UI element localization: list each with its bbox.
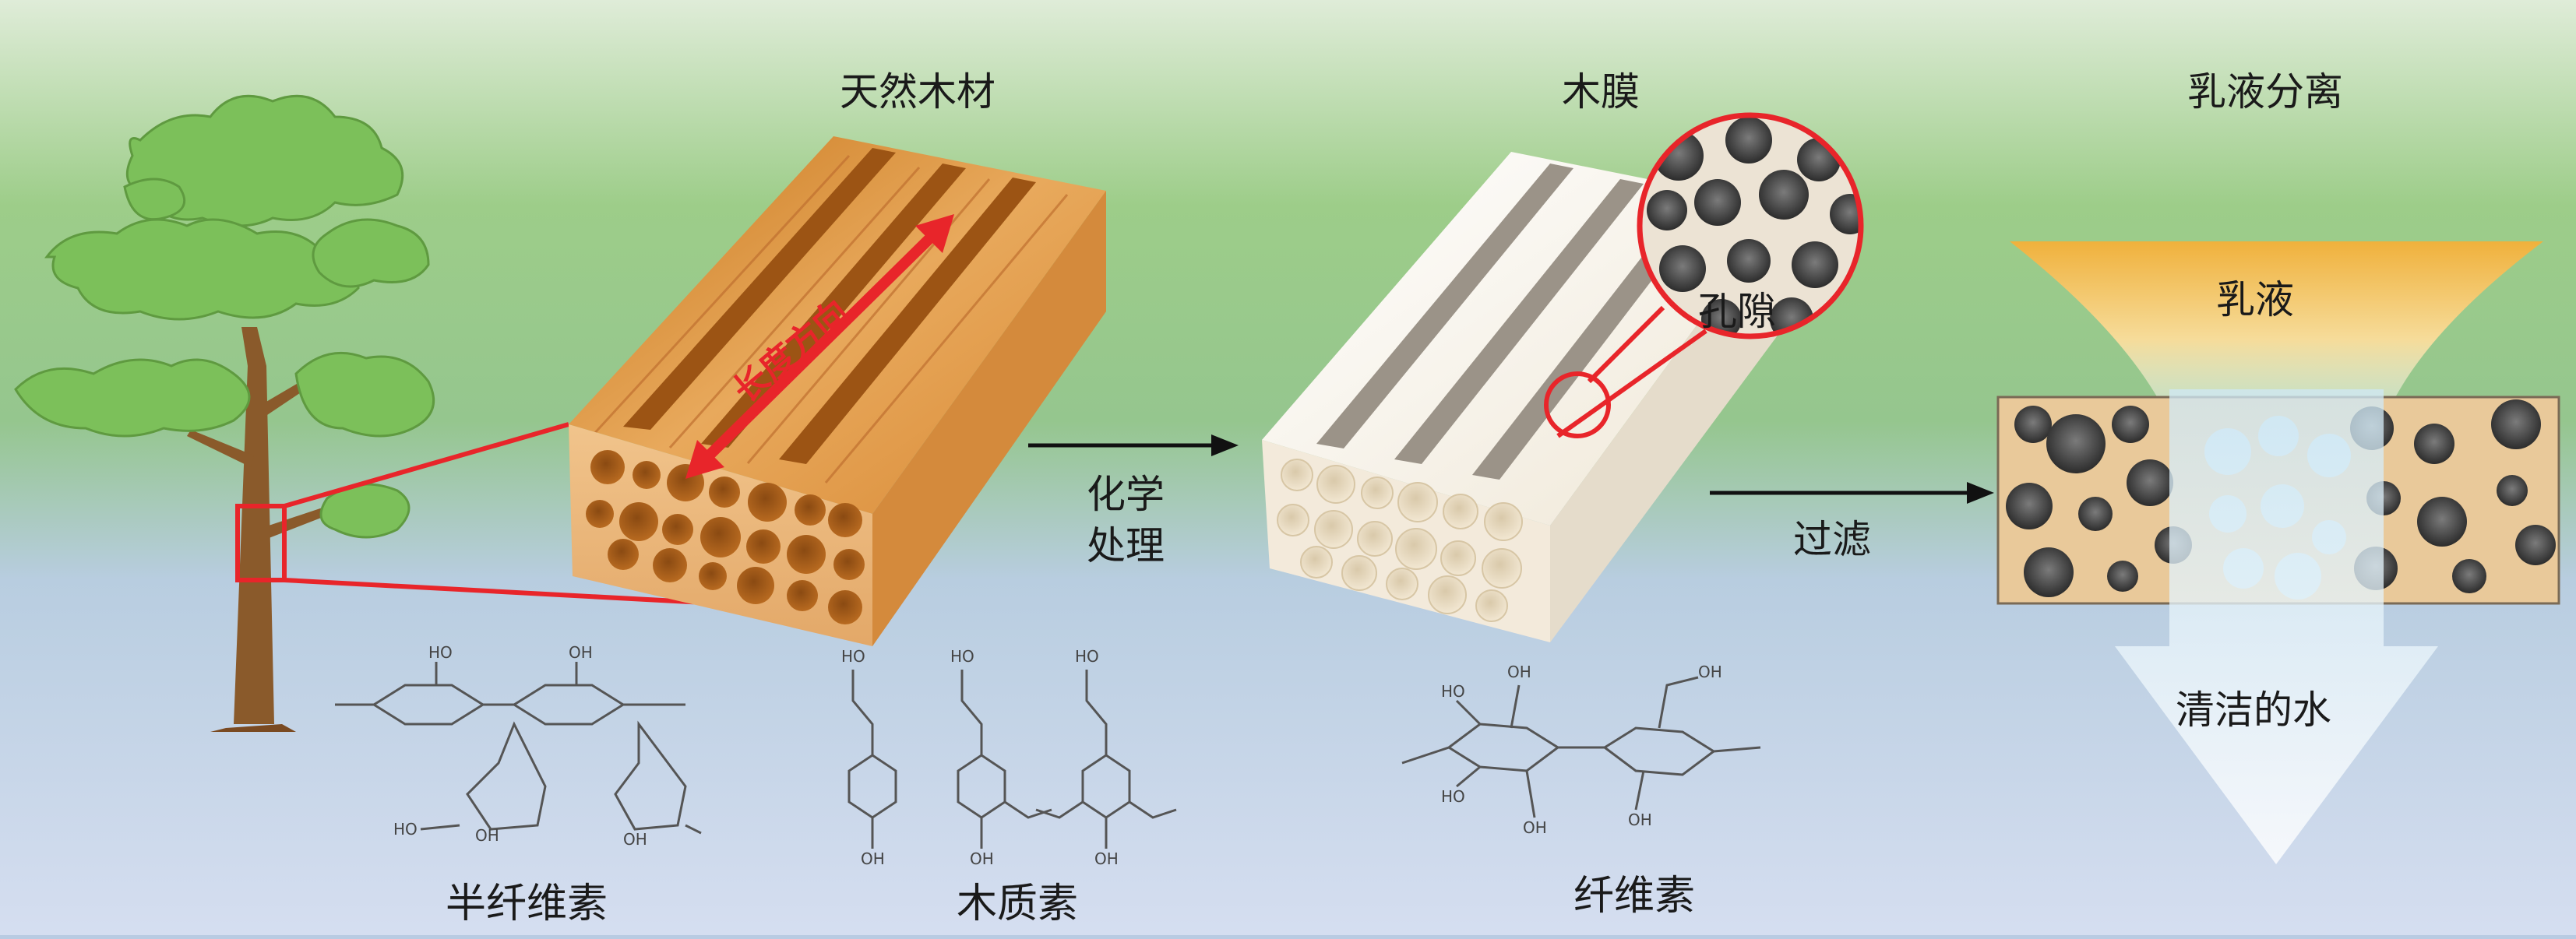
arrow-right-icon [1028, 434, 1239, 456]
svg-text:OH: OH [1094, 849, 1119, 868]
cellulose-label: 纤维素 [1573, 873, 1696, 920]
svg-text:HO: HO [1441, 682, 1465, 701]
water-arrow [2115, 389, 2438, 864]
length-arrow-head-start [685, 440, 724, 479]
clean-water-label: 清洁的水 [2176, 688, 2331, 733]
tree-icon [14, 94, 435, 732]
tree-highlight-box [235, 504, 287, 582]
molecule-atom-labels: HO OH OH OH HO HO HO HO OH OH OH OH OH OH OH HO HO [393, 643, 1722, 868]
svg-text:OH: OH [1523, 818, 1547, 837]
chemical-treatment-line1: 化学 [1087, 472, 1165, 517]
svg-text:HO: HO [1441, 787, 1465, 806]
filtration-label: 过滤 [1793, 517, 1871, 562]
svg-text:OH: OH [623, 830, 647, 849]
svg-text:HO: HO [428, 643, 453, 662]
svg-text:OH: OH [569, 643, 593, 662]
zoom-line-top [284, 422, 569, 508]
lignin-label: 木质素 [957, 881, 1079, 927]
title-natural-wood: 天然木材 [840, 69, 996, 114]
pore-magnifier-icon [1544, 112, 1864, 438]
pore-label: 孔隙 [1698, 289, 1776, 334]
hemicellulose-label: 半纤维素 [446, 881, 608, 927]
title-wood-membrane: 木膜 [1562, 69, 1640, 114]
svg-text:OH: OH [970, 849, 994, 868]
length-arrow-line [689, 218, 950, 475]
svg-text:HO: HO [841, 647, 865, 666]
funnel-icon [1996, 241, 2560, 864]
title-emulsion-separation: 乳液分离 [2187, 69, 2343, 114]
svg-text:OH: OH [1628, 811, 1652, 829]
arrow-right-icon-2 [1710, 482, 1994, 504]
svg-text:OH: OH [861, 849, 885, 868]
svg-text:OH: OH [1507, 663, 1531, 681]
svg-text:OH: OH [475, 826, 499, 845]
svg-text:HO: HO [393, 820, 418, 839]
length-arrow-head-end [915, 214, 954, 253]
svg-text:HO: HO [1075, 647, 1099, 666]
molecule-structure-icon [335, 662, 1761, 849]
emulsion-label: 乳液 [2216, 277, 2294, 322]
wood-block-icon [569, 136, 1106, 646]
svg-text:HO: HO [950, 647, 974, 666]
svg-text:OH: OH [1698, 663, 1722, 681]
chemical-treatment-line2: 处理 [1087, 523, 1165, 568]
